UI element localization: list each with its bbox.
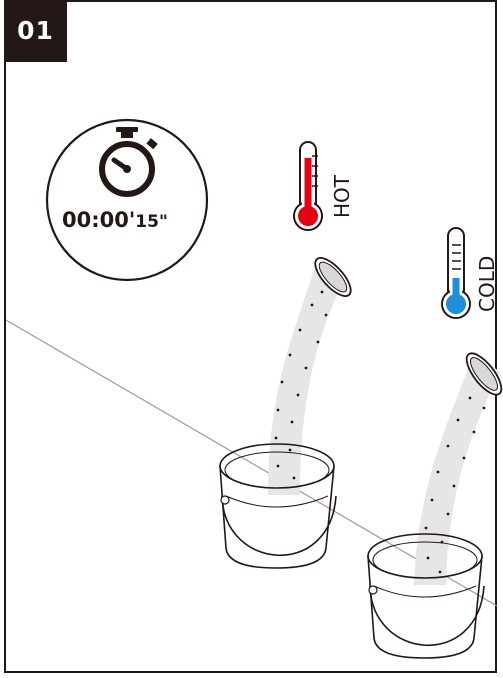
timer-readout: 00:00' [62,208,135,232]
timer-circle: 00:00'15" [47,120,207,280]
timer-seconds: 15" [135,212,168,232]
thermometer-hot-icon [294,142,322,230]
svg-text:00:00'15": 00:00'15" [62,208,168,232]
cold-label: COLD [475,256,499,312]
thermometer-cold-icon [442,228,470,318]
hot-label: HOT [330,174,354,218]
